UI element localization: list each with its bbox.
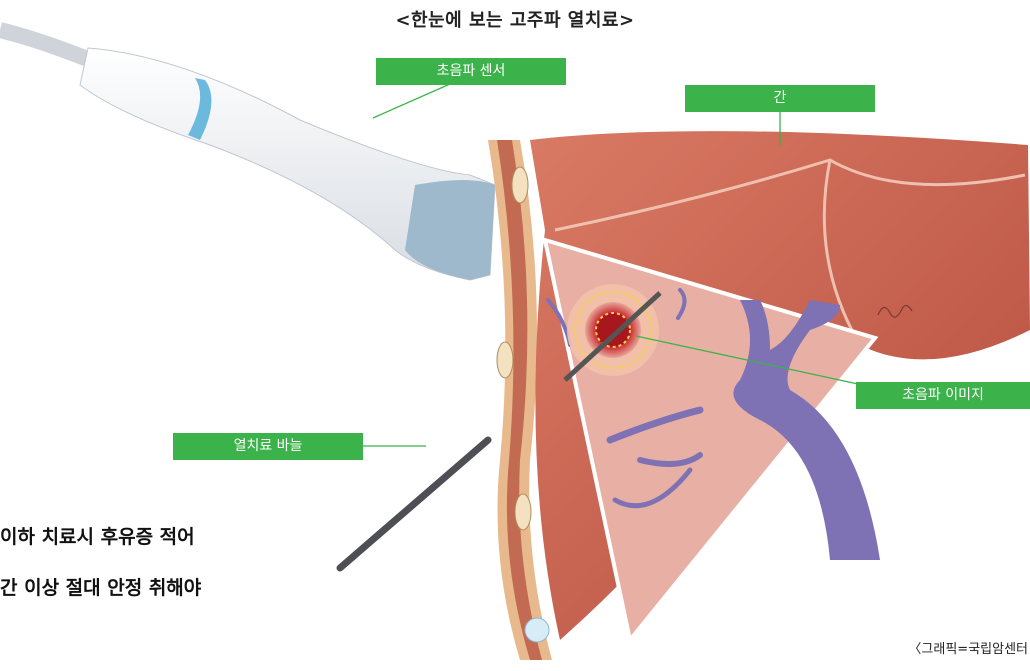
caption-line-1: 이하 치료시 후유증 적어	[0, 522, 195, 549]
label-image: 초음파 이미지	[856, 382, 1030, 409]
diagram-title: <한눈에 보는 고주파 열치료>	[0, 6, 1030, 32]
caption-line-2: 간 이상 절대 안정 취해야	[0, 573, 201, 600]
label-probe: 초음파 센서	[376, 58, 566, 85]
label-liver: 간	[685, 85, 875, 112]
label-needle: 열치료 바늘	[173, 433, 363, 460]
graphic-credit: 〈그래픽=국립암센터	[908, 638, 1028, 657]
